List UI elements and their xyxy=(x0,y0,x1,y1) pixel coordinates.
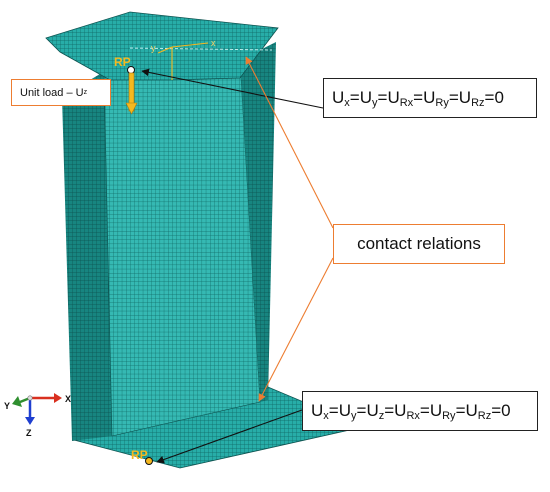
bc-term-symbol: U xyxy=(332,87,345,107)
bottom-boundary-condition-equation: Ux=Uy=Uz=URx=URy=URz=0 xyxy=(311,401,511,422)
bc-term-symbol: U xyxy=(394,400,407,420)
bc-term-subscript: Rz xyxy=(477,409,492,422)
top-boundary-condition-box: Ux=Uy=URx=URy=URz=0 xyxy=(323,78,537,118)
bc-term-symbol: U xyxy=(423,87,436,107)
bc-term-operator: = xyxy=(384,400,395,420)
bc-term-symbol: U xyxy=(429,400,443,420)
bc-term-subscript: Rx xyxy=(406,409,420,422)
unit-load-text: Unit load – U xyxy=(20,86,84,99)
bc-term-subscript: y xyxy=(351,409,357,422)
reference-point-icon xyxy=(125,66,138,115)
unit-load-subscript: z xyxy=(83,89,88,96)
bc-term-symbol: U xyxy=(311,400,324,420)
bc-term-operator: = xyxy=(328,400,339,420)
reference-point-icon xyxy=(145,457,153,465)
bc-term-subscript: Ry xyxy=(442,409,456,422)
leader-contact-bottom xyxy=(258,257,334,402)
bc-term-subscript: Rx xyxy=(399,96,414,109)
bc-term-operator: =0 xyxy=(491,400,511,420)
rp-bottom-label: RP xyxy=(131,448,148,462)
coordinate-triad-icon xyxy=(12,393,62,425)
axis-y-label: Y xyxy=(4,401,10,411)
bc-term-operator: = xyxy=(349,87,360,107)
bc-term-operator: = xyxy=(455,400,466,420)
leader-bottom-bc xyxy=(156,409,303,464)
local-y-label: y xyxy=(151,43,156,53)
contact-relations-label: contact relations xyxy=(357,234,481,253)
column-left-web xyxy=(62,63,118,441)
axis-x-label: X xyxy=(65,394,71,404)
bottom-boundary-condition-box: Ux=Uy=Uz=URx=URy=URz=0 xyxy=(302,391,538,431)
column-front-face xyxy=(103,59,261,437)
bc-term-symbol: U xyxy=(338,400,351,420)
bc-term-symbol: U xyxy=(458,87,472,107)
contact-relations-box: contact relations xyxy=(333,224,505,264)
axis-z-label: Z xyxy=(26,428,32,438)
bc-term-subscript: z xyxy=(378,409,385,422)
bc-term-operator: = xyxy=(356,400,367,420)
top-plate-edge xyxy=(129,47,273,51)
bc-term-subscript: x xyxy=(344,96,350,109)
bc-term-symbol: U xyxy=(359,87,372,107)
bc-term-operator: = xyxy=(419,400,430,420)
local-x-label: x xyxy=(211,38,216,48)
bc-term-operator: = xyxy=(377,87,388,107)
top-plate xyxy=(45,11,279,81)
bc-term-operator: = xyxy=(413,87,424,107)
bc-term-subscript: Ry xyxy=(435,96,449,109)
bc-term-subscript: Rz xyxy=(471,96,485,109)
column-right-flange xyxy=(240,42,276,402)
bc-term-subscript: x xyxy=(323,409,329,422)
bc-term-operator: = xyxy=(448,87,459,107)
bc-term-operator: =0 xyxy=(484,87,504,107)
bc-term-symbol: U xyxy=(366,400,379,420)
bc-term-symbol: U xyxy=(387,87,400,107)
local-csys-icon: x y xyxy=(151,38,216,80)
bc-term-symbol: U xyxy=(465,400,478,420)
bc-term-subscript: y xyxy=(372,96,378,109)
rp-top-label: RP xyxy=(114,55,131,69)
top-boundary-condition-equation: Ux=Uy=URx=URy=URz=0 xyxy=(332,88,504,109)
leader-top-bc xyxy=(141,68,324,109)
leader-contact-top xyxy=(245,56,334,229)
